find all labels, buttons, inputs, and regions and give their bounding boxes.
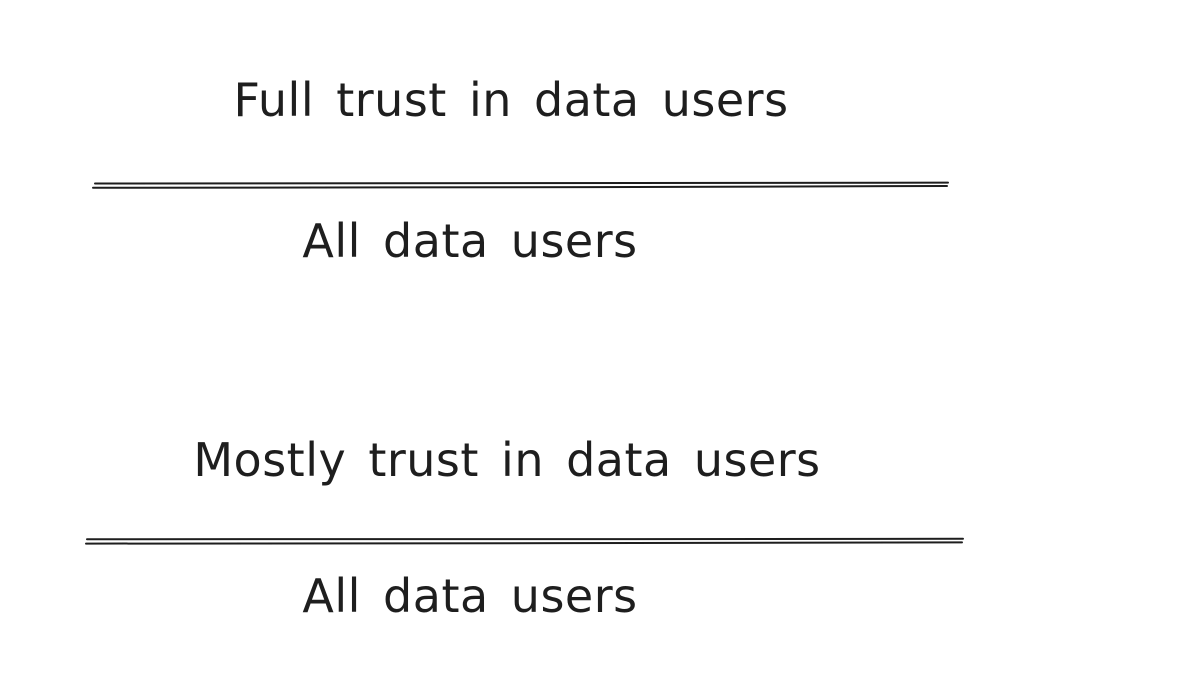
fraction-full-trust-bar (91, 178, 951, 192)
fraction-full-trust-denominator: All data users (302, 214, 638, 268)
fraction-bar-stroke (92, 185, 948, 189)
fraction-full-trust-numerator: Full trust in data users (233, 73, 789, 127)
fraction-mostly-trust-bar (84, 534, 966, 548)
fraction-mostly-trust-denominator: All data users (302, 569, 638, 623)
fraction-bar-stroke (94, 181, 949, 185)
fraction-mostly-trust-numerator: Mostly trust in data users (193, 433, 821, 487)
fraction-bar-stroke (85, 541, 963, 545)
